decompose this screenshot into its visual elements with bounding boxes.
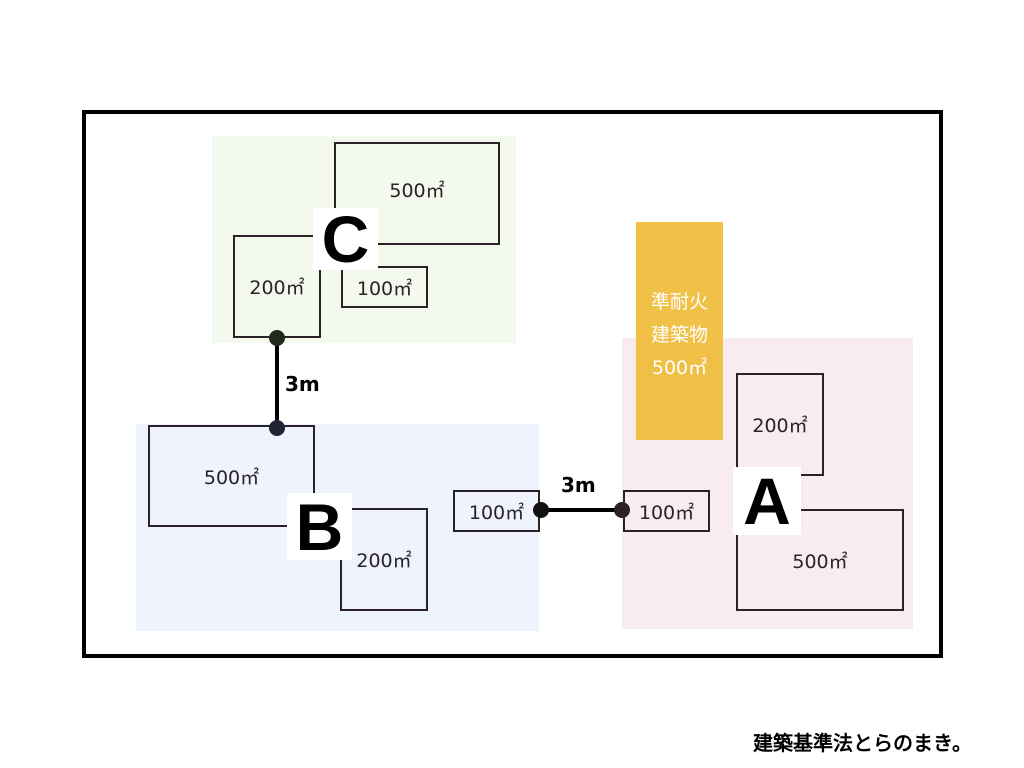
building-a-100: 100㎡ xyxy=(623,490,710,532)
distance-point xyxy=(269,330,285,346)
area-label: 500㎡ xyxy=(792,550,848,573)
building-b-100: 100㎡ xyxy=(453,490,540,532)
fireproof-building: 準耐火 建築物 500㎡ xyxy=(636,222,723,440)
distance-point xyxy=(533,502,549,518)
zone-c-label: C xyxy=(313,202,378,276)
fireproof-area: 500㎡ xyxy=(651,357,708,379)
area-label: 200㎡ xyxy=(752,415,808,437)
building-c-100: 100㎡ xyxy=(341,266,428,308)
distance-label-cb: 3m xyxy=(285,372,320,396)
area-label: 100㎡ xyxy=(468,501,525,524)
distance-point xyxy=(269,420,285,436)
zone-b-label: B xyxy=(287,490,352,564)
area-label: 500㎡ xyxy=(203,466,260,489)
footer-credit: 建築基準法とらのまき。 xyxy=(753,731,972,755)
area-label: 200㎡ xyxy=(356,550,412,572)
building-a-200: 200㎡ xyxy=(736,373,824,476)
distance-line-ba xyxy=(541,508,622,512)
distance-label-ba: 3m xyxy=(561,473,596,497)
building-c-500: 500㎡ xyxy=(334,142,500,245)
site-boundary xyxy=(82,110,943,658)
area-label: 500㎡ xyxy=(389,180,445,202)
building-c-200: 200㎡ xyxy=(233,235,321,338)
distance-point xyxy=(614,502,630,518)
area-label: 200㎡ xyxy=(249,277,305,299)
zone-a-label: A xyxy=(733,464,801,538)
building-b-200: 200㎡ xyxy=(340,508,428,611)
area-label: 100㎡ xyxy=(356,277,413,300)
building-a-500: 500㎡ xyxy=(736,509,904,611)
fireproof-line1: 準耐火 xyxy=(650,291,708,313)
area-label: 100㎡ xyxy=(638,501,695,524)
building-b-500: 500㎡ xyxy=(148,425,315,527)
distance-line-cb xyxy=(275,338,279,428)
fireproof-line2: 建築物 xyxy=(650,324,708,346)
